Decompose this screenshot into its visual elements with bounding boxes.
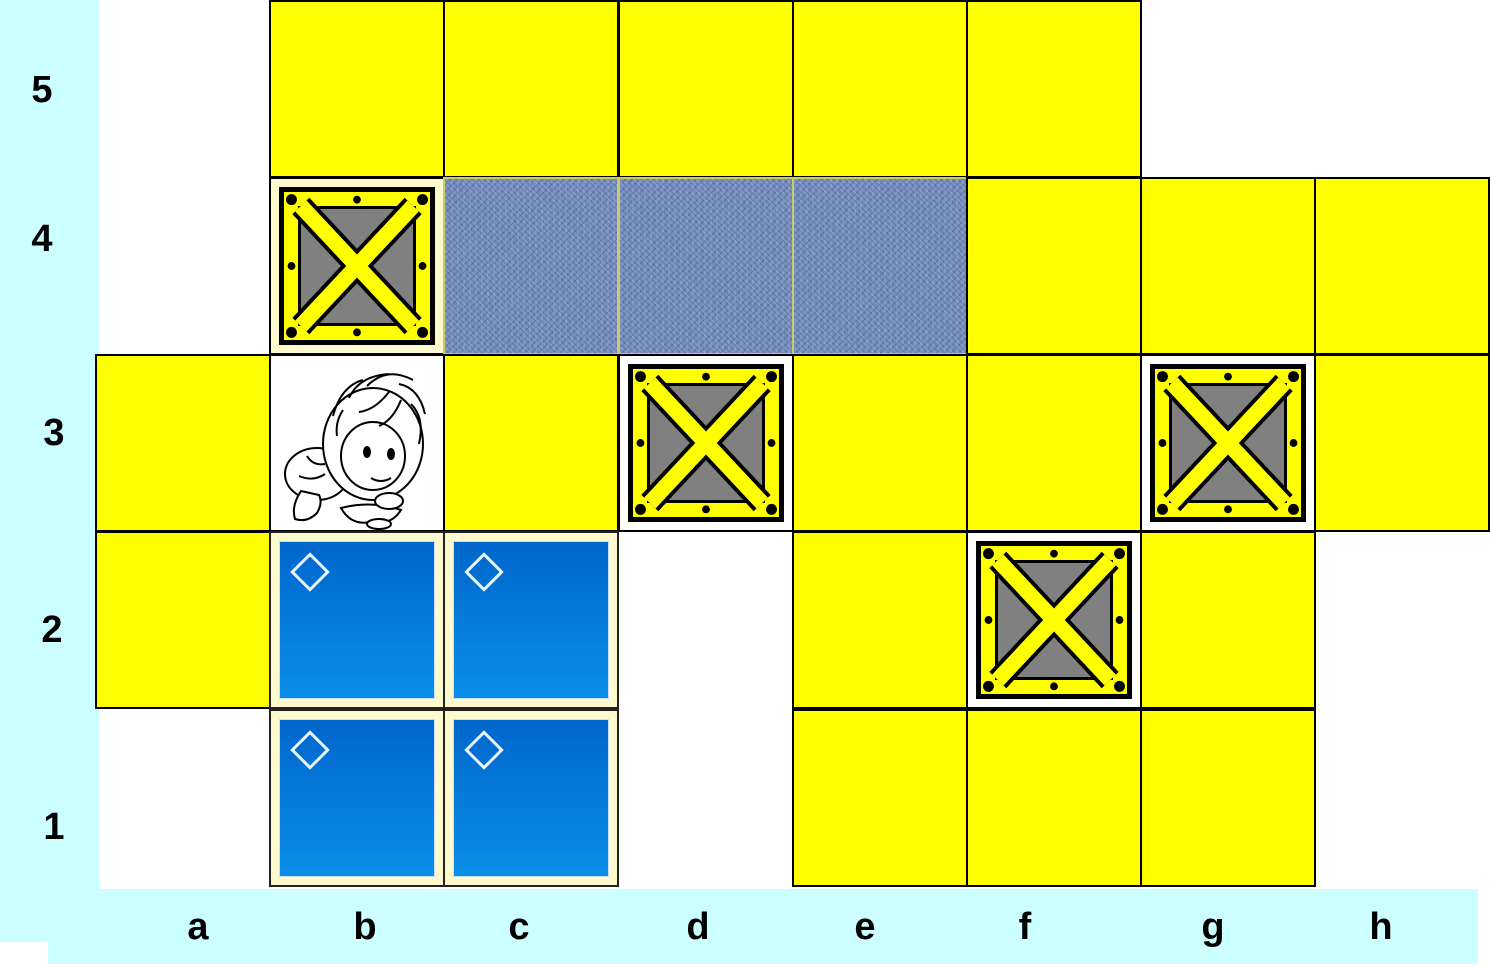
cell-h4[interactable] — [1314, 177, 1490, 355]
cell-e3[interactable] — [792, 354, 968, 532]
cell-f4[interactable] — [966, 177, 1142, 355]
cell-b1[interactable] — [269, 709, 445, 887]
cell-g4[interactable] — [1140, 177, 1316, 355]
cell-d5[interactable] — [618, 0, 794, 178]
cell-c1[interactable] — [443, 709, 619, 887]
diamond-target-icon — [453, 541, 609, 699]
cell-e2[interactable] — [792, 531, 968, 709]
cell-c4[interactable] — [443, 177, 619, 355]
cell-e5[interactable] — [792, 0, 968, 178]
row-label-2: 2 — [22, 611, 82, 649]
column-label-e: e — [835, 908, 895, 946]
cell-g1[interactable] — [1140, 709, 1316, 887]
cell-h3[interactable] — [1314, 354, 1490, 532]
cell-d4[interactable] — [618, 177, 794, 355]
row-label-4: 4 — [12, 220, 72, 258]
cell-f5[interactable] — [966, 0, 1142, 178]
cell-b2[interactable] — [269, 531, 445, 709]
row-label-1: 1 — [24, 808, 84, 846]
cell-a3[interactable] — [95, 354, 271, 532]
cell-b5[interactable] — [269, 0, 445, 178]
cell-c2[interactable] — [443, 531, 619, 709]
cell-d3[interactable] — [618, 354, 794, 532]
column-label-f: f — [995, 908, 1055, 946]
column-label-b: b — [335, 908, 395, 946]
diamond-target-icon — [279, 541, 435, 699]
cell-f2[interactable] — [966, 531, 1142, 709]
crate-icon — [628, 364, 784, 522]
cell-g2[interactable] — [1140, 531, 1316, 709]
crate-icon — [1150, 364, 1306, 522]
cell-c3[interactable] — [443, 354, 619, 532]
column-label-h: h — [1351, 908, 1411, 946]
cell-b4[interactable] — [269, 177, 445, 355]
column-label-c: c — [489, 908, 549, 946]
column-labels-panel — [48, 889, 1478, 964]
crate-icon — [976, 541, 1132, 699]
cell-c5[interactable] — [443, 0, 619, 178]
cell-f1[interactable] — [966, 709, 1142, 887]
cell-e4[interactable] — [792, 177, 968, 355]
diamond-target-icon — [453, 719, 609, 877]
cell-e1[interactable] — [792, 709, 968, 887]
column-label-d: d — [668, 908, 728, 946]
cell-g3[interactable] — [1140, 354, 1316, 532]
row-label-3: 3 — [24, 414, 84, 452]
column-label-a: a — [168, 908, 228, 946]
row-label-5: 5 — [12, 71, 72, 109]
diamond-target-icon — [279, 719, 435, 877]
crate-icon — [279, 187, 435, 345]
cell-f3[interactable] — [966, 354, 1142, 532]
boy-character-icon — [271, 356, 443, 530]
cell-a2[interactable] — [95, 531, 271, 709]
row-labels-panel — [0, 0, 99, 942]
column-label-g: g — [1183, 908, 1243, 946]
cell-b3[interactable] — [269, 354, 445, 532]
